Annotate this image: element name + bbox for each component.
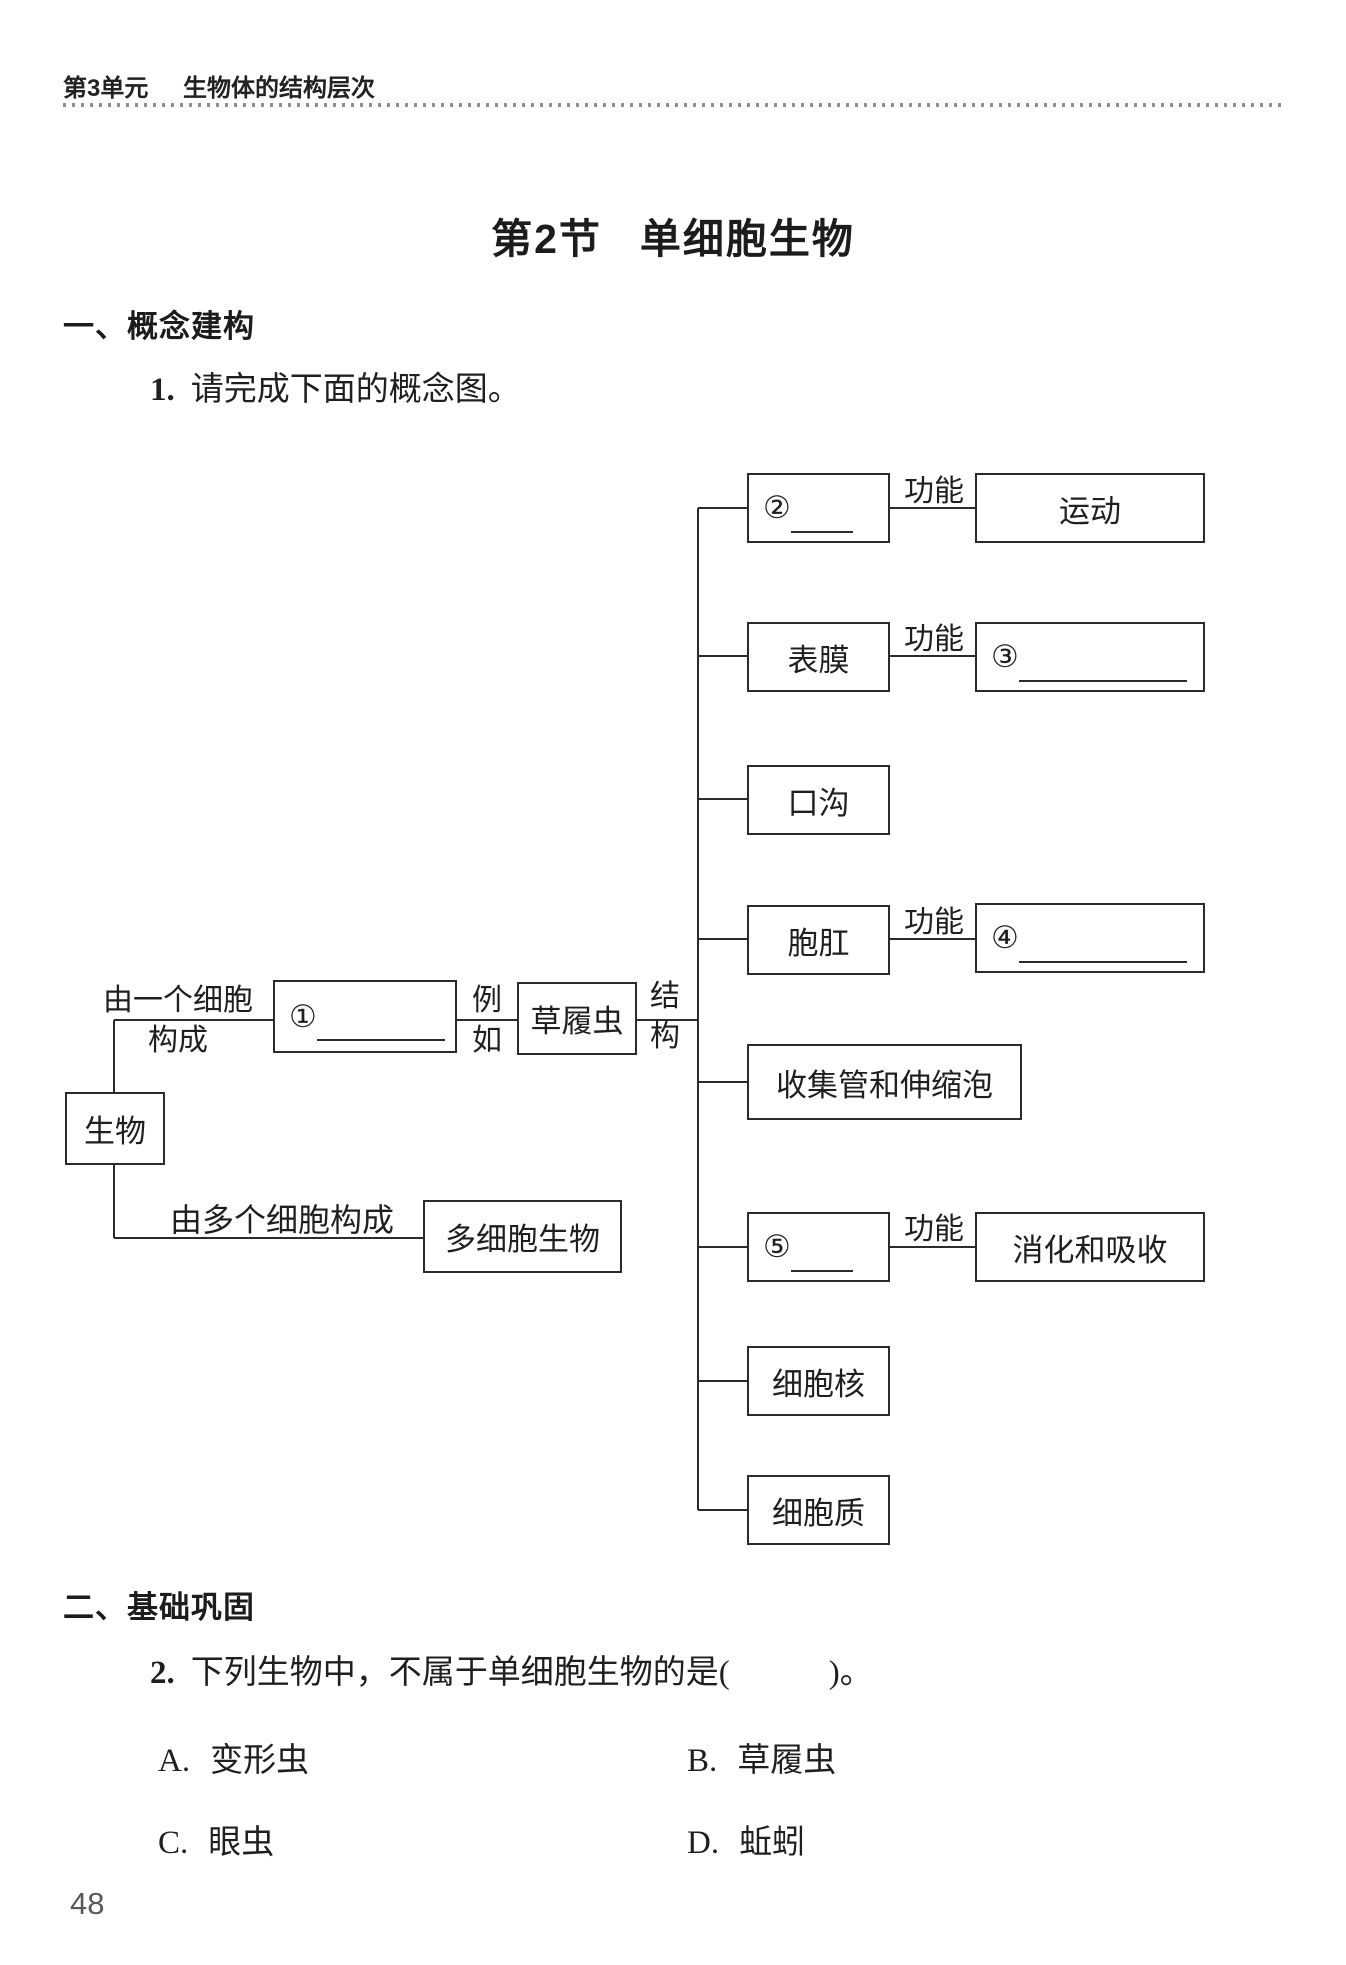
example-label-char2: 如 (472, 1024, 502, 1057)
multicellular-label: 多细胞生物 (445, 1222, 600, 1257)
box-row1-blank-2: ② (747, 473, 890, 543)
item-1-text: 请完成下面的概念图。 (190, 372, 521, 408)
row1-blank-line (790, 500, 853, 533)
option-c: C. 眼虫 (158, 1815, 274, 1863)
page-title-section: 第2节 (491, 216, 602, 262)
row2-label: 表膜 (787, 642, 850, 678)
box-row4-blank-4: ④ (975, 903, 1205, 973)
header-topic: 生物体的结构层次 (183, 75, 375, 102)
row8-label: 细胞质 (772, 1495, 865, 1531)
page-title-name: 单细胞生物 (639, 216, 855, 262)
page-title: 第2节单细胞生物 (0, 205, 1346, 265)
option-d: D. 蚯蚓 (687, 1815, 805, 1863)
row4-blank-prefix: ④ (991, 920, 1019, 955)
box-blank-1: ① (273, 980, 457, 1053)
option-c-text: 眼虫 (208, 1825, 275, 1861)
box-row2-pellicle: 表膜 (747, 622, 890, 692)
box-row5-collecting-canal: 收集管和伸缩泡 (747, 1044, 1022, 1120)
paramecium-label: 草履虫 (530, 1004, 624, 1039)
label-function-row2: 功能 (904, 623, 964, 656)
label-multi-cell-branch: 由多个细胞构成 (170, 1202, 395, 1238)
box-row8-cytoplasm: 细胞质 (747, 1475, 890, 1545)
item-1-number: 1. (150, 372, 175, 408)
row1-function-label: 运动 (1059, 493, 1121, 529)
box-paramecium: 草履虫 (517, 982, 637, 1055)
option-c-label: C. (158, 1825, 189, 1861)
option-d-text: 蚯蚓 (739, 1825, 806, 1861)
row6-blank-line (790, 1239, 853, 1272)
row2-blank-prefix: ③ (991, 639, 1019, 674)
label-single-cell-branch: 由一个细胞 构成 (88, 981, 268, 1061)
box-root-organism: 生物 (65, 1092, 165, 1165)
row6-function-label: 消化和吸收 (1012, 1232, 1168, 1268)
row6-prefix: ⑤ (763, 1229, 791, 1264)
question-2-text: 下列生物中，不属于单细胞生物的是( )。 (190, 1655, 873, 1691)
item-1: 1. 请完成下面的概念图。 (150, 362, 521, 410)
row1-prefix: ② (763, 490, 791, 525)
option-a-text: 变形虫 (210, 1743, 310, 1779)
single-cell-branch-line2: 构成 (148, 1024, 208, 1057)
box-row1-function-movement: 运动 (975, 473, 1205, 543)
box-row7-nucleus: 细胞核 (747, 1346, 890, 1416)
option-a-label: A. (158, 1743, 191, 1779)
box-row6-blank-5: ⑤ (747, 1212, 890, 1282)
row7-label: 细胞核 (772, 1366, 865, 1402)
box-row4-cytoproct: 胞肛 (747, 905, 890, 975)
single-cell-branch-line1: 由一个细胞 (103, 984, 253, 1017)
option-b-label: B. (687, 1743, 718, 1779)
box-row2-blank-3: ③ (975, 622, 1205, 692)
label-function-row4: 功能 (904, 906, 964, 939)
option-d-label: D. (687, 1825, 720, 1861)
row3-label: 口沟 (787, 785, 850, 821)
structure-label-char2: 构 (650, 1020, 680, 1053)
section-heading-2: 二、基础巩固 (63, 1590, 255, 1625)
row2-blank-line (1018, 649, 1187, 682)
blank-1-prefix: ① (289, 998, 317, 1034)
structure-label-char1: 结 (650, 980, 680, 1013)
box-row3-oral-groove: 口沟 (747, 765, 890, 835)
example-label-char1: 例 (472, 984, 502, 1017)
label-function-row6: 功能 (904, 1213, 964, 1246)
page-number: 48 (70, 1886, 105, 1921)
blank-1-line (316, 1008, 445, 1041)
root-organism-label: 生物 (84, 1114, 146, 1149)
label-function-row1: 功能 (904, 475, 964, 508)
option-b-text: 草履虫 (737, 1743, 837, 1779)
row4-blank-line (1018, 930, 1187, 963)
box-multicellular: 多细胞生物 (423, 1200, 622, 1273)
header-dotted-rule (63, 103, 1285, 107)
label-structure: 结 构 (648, 977, 682, 1057)
section-heading-1: 一、概念建构 (63, 309, 255, 344)
option-b: B. 草履虫 (687, 1733, 836, 1781)
row5-label: 收集管和伸缩泡 (776, 1067, 993, 1103)
question-2-number: 2. (150, 1655, 175, 1691)
header-unit: 第3单元 (63, 75, 149, 102)
option-a: A. 变形虫 (158, 1733, 309, 1781)
label-example: 例 如 (470, 981, 504, 1061)
row4-label: 胞肛 (787, 925, 850, 961)
question-2: 2. 下列生物中，不属于单细胞生物的是( )。 (150, 1645, 873, 1693)
box-row6-function-digestion: 消化和吸收 (975, 1212, 1205, 1282)
